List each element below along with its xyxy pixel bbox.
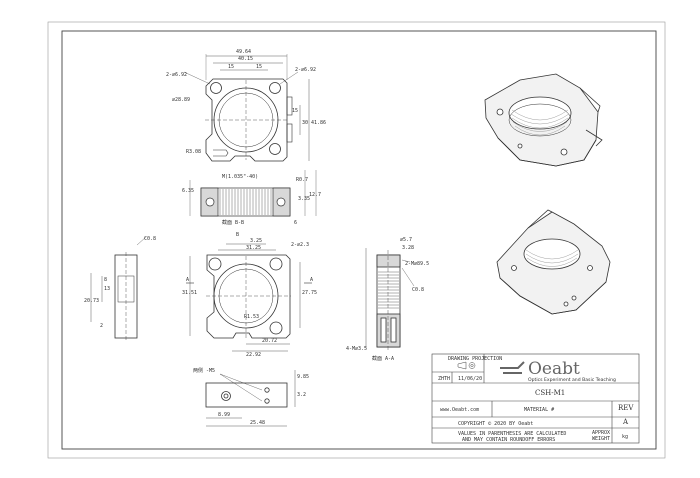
section-label-top: 截面 B-B xyxy=(222,219,244,226)
dim-side-w: 2 xyxy=(100,323,103,329)
dim-right-hole: 2-M∅89.5 xyxy=(405,261,429,267)
dim-m2-2072: 20.72 xyxy=(262,338,277,344)
tb-weight-label: WEIGHT xyxy=(592,436,610,442)
tb-part-number: CSH-M1 xyxy=(535,389,565,397)
tb-rev-label: REV xyxy=(618,404,634,412)
dim-m2-2775: 27.75 xyxy=(302,290,317,296)
top-section-view xyxy=(189,170,317,217)
right-section-view xyxy=(365,248,415,352)
brand-tagline: Optics Experiment and Basic Teaching xyxy=(528,377,616,383)
section-label-right: 截面 A-A xyxy=(372,355,394,362)
label-section-a-right: A xyxy=(310,277,313,283)
dim-right-c: C0.8 xyxy=(412,287,424,293)
dim-sect-r: R0.7 xyxy=(296,177,308,183)
inner-border xyxy=(61,30,657,450)
dim-hole-right: 2-∅6.92 xyxy=(295,67,316,73)
dim-sect-right-a: 3.35 xyxy=(298,196,310,202)
tb-copyright: COPYRIGHT © 2020 BY Oeabt xyxy=(458,421,533,427)
left-side-view xyxy=(90,236,147,341)
dim-small-hole: R3.08 xyxy=(186,149,201,155)
title-block xyxy=(431,353,640,444)
tb-rev-value: A xyxy=(622,418,629,426)
tb-material-label: MATERIAL # xyxy=(524,407,554,413)
brand-logo: Oeabt Optics Experiment and Basic Teachi… xyxy=(500,359,616,383)
dim-side-h2: 13 xyxy=(104,286,110,292)
dim-right-m: 4-M∅3.5 xyxy=(346,346,367,352)
isometric-view-top xyxy=(484,73,603,167)
tb-date: 11/06/20 xyxy=(458,376,482,382)
dim-top-right-15: 15 xyxy=(256,64,262,70)
middle-view xyxy=(186,243,312,352)
bottom-view xyxy=(205,370,296,427)
tb-projection-label: DRAWING PROJECTION xyxy=(448,356,502,362)
dim-m2-3125: 31.25 xyxy=(246,245,261,251)
dim-sect-left: 6.35 xyxy=(182,188,194,194)
dim-bot-2548: 25.48 xyxy=(250,420,265,426)
dim-right-328: 3.28 xyxy=(402,245,414,251)
dim-bore: ∅28.89 xyxy=(172,97,190,103)
dim-hole-left: 2-∅6.92 xyxy=(166,72,187,78)
dim-top-left-15: 15 xyxy=(228,64,234,70)
tb-note-line1: VALUES IN PARENTHESIS ARE CALCULATED xyxy=(458,431,566,437)
dim-m2-hole: 2-∅2.3 xyxy=(291,242,309,248)
dim-top-inner: 40.15 xyxy=(238,56,253,62)
dim-sect-6: 6 xyxy=(294,220,297,226)
dim-side-h3: 20.73 xyxy=(84,298,99,304)
dim-m2-r: R1.53 xyxy=(244,314,259,320)
tb-author: ZHTH xyxy=(438,376,450,382)
dim-side-c: C0.8 xyxy=(144,236,156,242)
dim-top-overall: 49.64 xyxy=(236,49,251,55)
dim-bot-899: 8.99 xyxy=(218,412,230,418)
tb-weight-unit: kg xyxy=(622,434,628,440)
tb-website: www.Oeabt.com xyxy=(440,407,479,413)
label-section-b: B xyxy=(236,232,239,238)
dim-m2-3151: 31.51 xyxy=(182,290,197,296)
dim-height-15: 15 xyxy=(292,108,298,114)
dim-bot-note: 两侧 -M5 xyxy=(193,367,215,374)
outer-border xyxy=(47,21,666,459)
brand-name: Oeabt xyxy=(528,359,580,379)
tb-note-line2: AND MAY CONTAIN ROUNDOFF ERRORS xyxy=(462,437,555,443)
dim-side-h1: 8 xyxy=(104,277,107,283)
dim-m2-2292: 22.92 xyxy=(246,352,261,358)
dim-height-30: 30 xyxy=(302,120,308,126)
dim-right-57: ∅5.7 xyxy=(400,237,412,243)
dim-bot-h: 9.85 xyxy=(297,374,309,380)
dim-sect-right-b: 12.7 xyxy=(309,192,321,198)
dim-sect-thread: M(1.035"-40) xyxy=(222,174,258,180)
isometric-view-bottom xyxy=(496,209,611,315)
dim-bot-h2: 3.2 xyxy=(297,392,306,398)
top-view xyxy=(183,54,310,162)
dim-height-total: 41.86 xyxy=(311,120,326,126)
dim-m2-325: 3.25 xyxy=(250,238,262,244)
projection-symbol xyxy=(457,361,476,370)
tb-approx-label: APPROX xyxy=(592,430,610,436)
label-section-a-left: A xyxy=(186,277,189,283)
